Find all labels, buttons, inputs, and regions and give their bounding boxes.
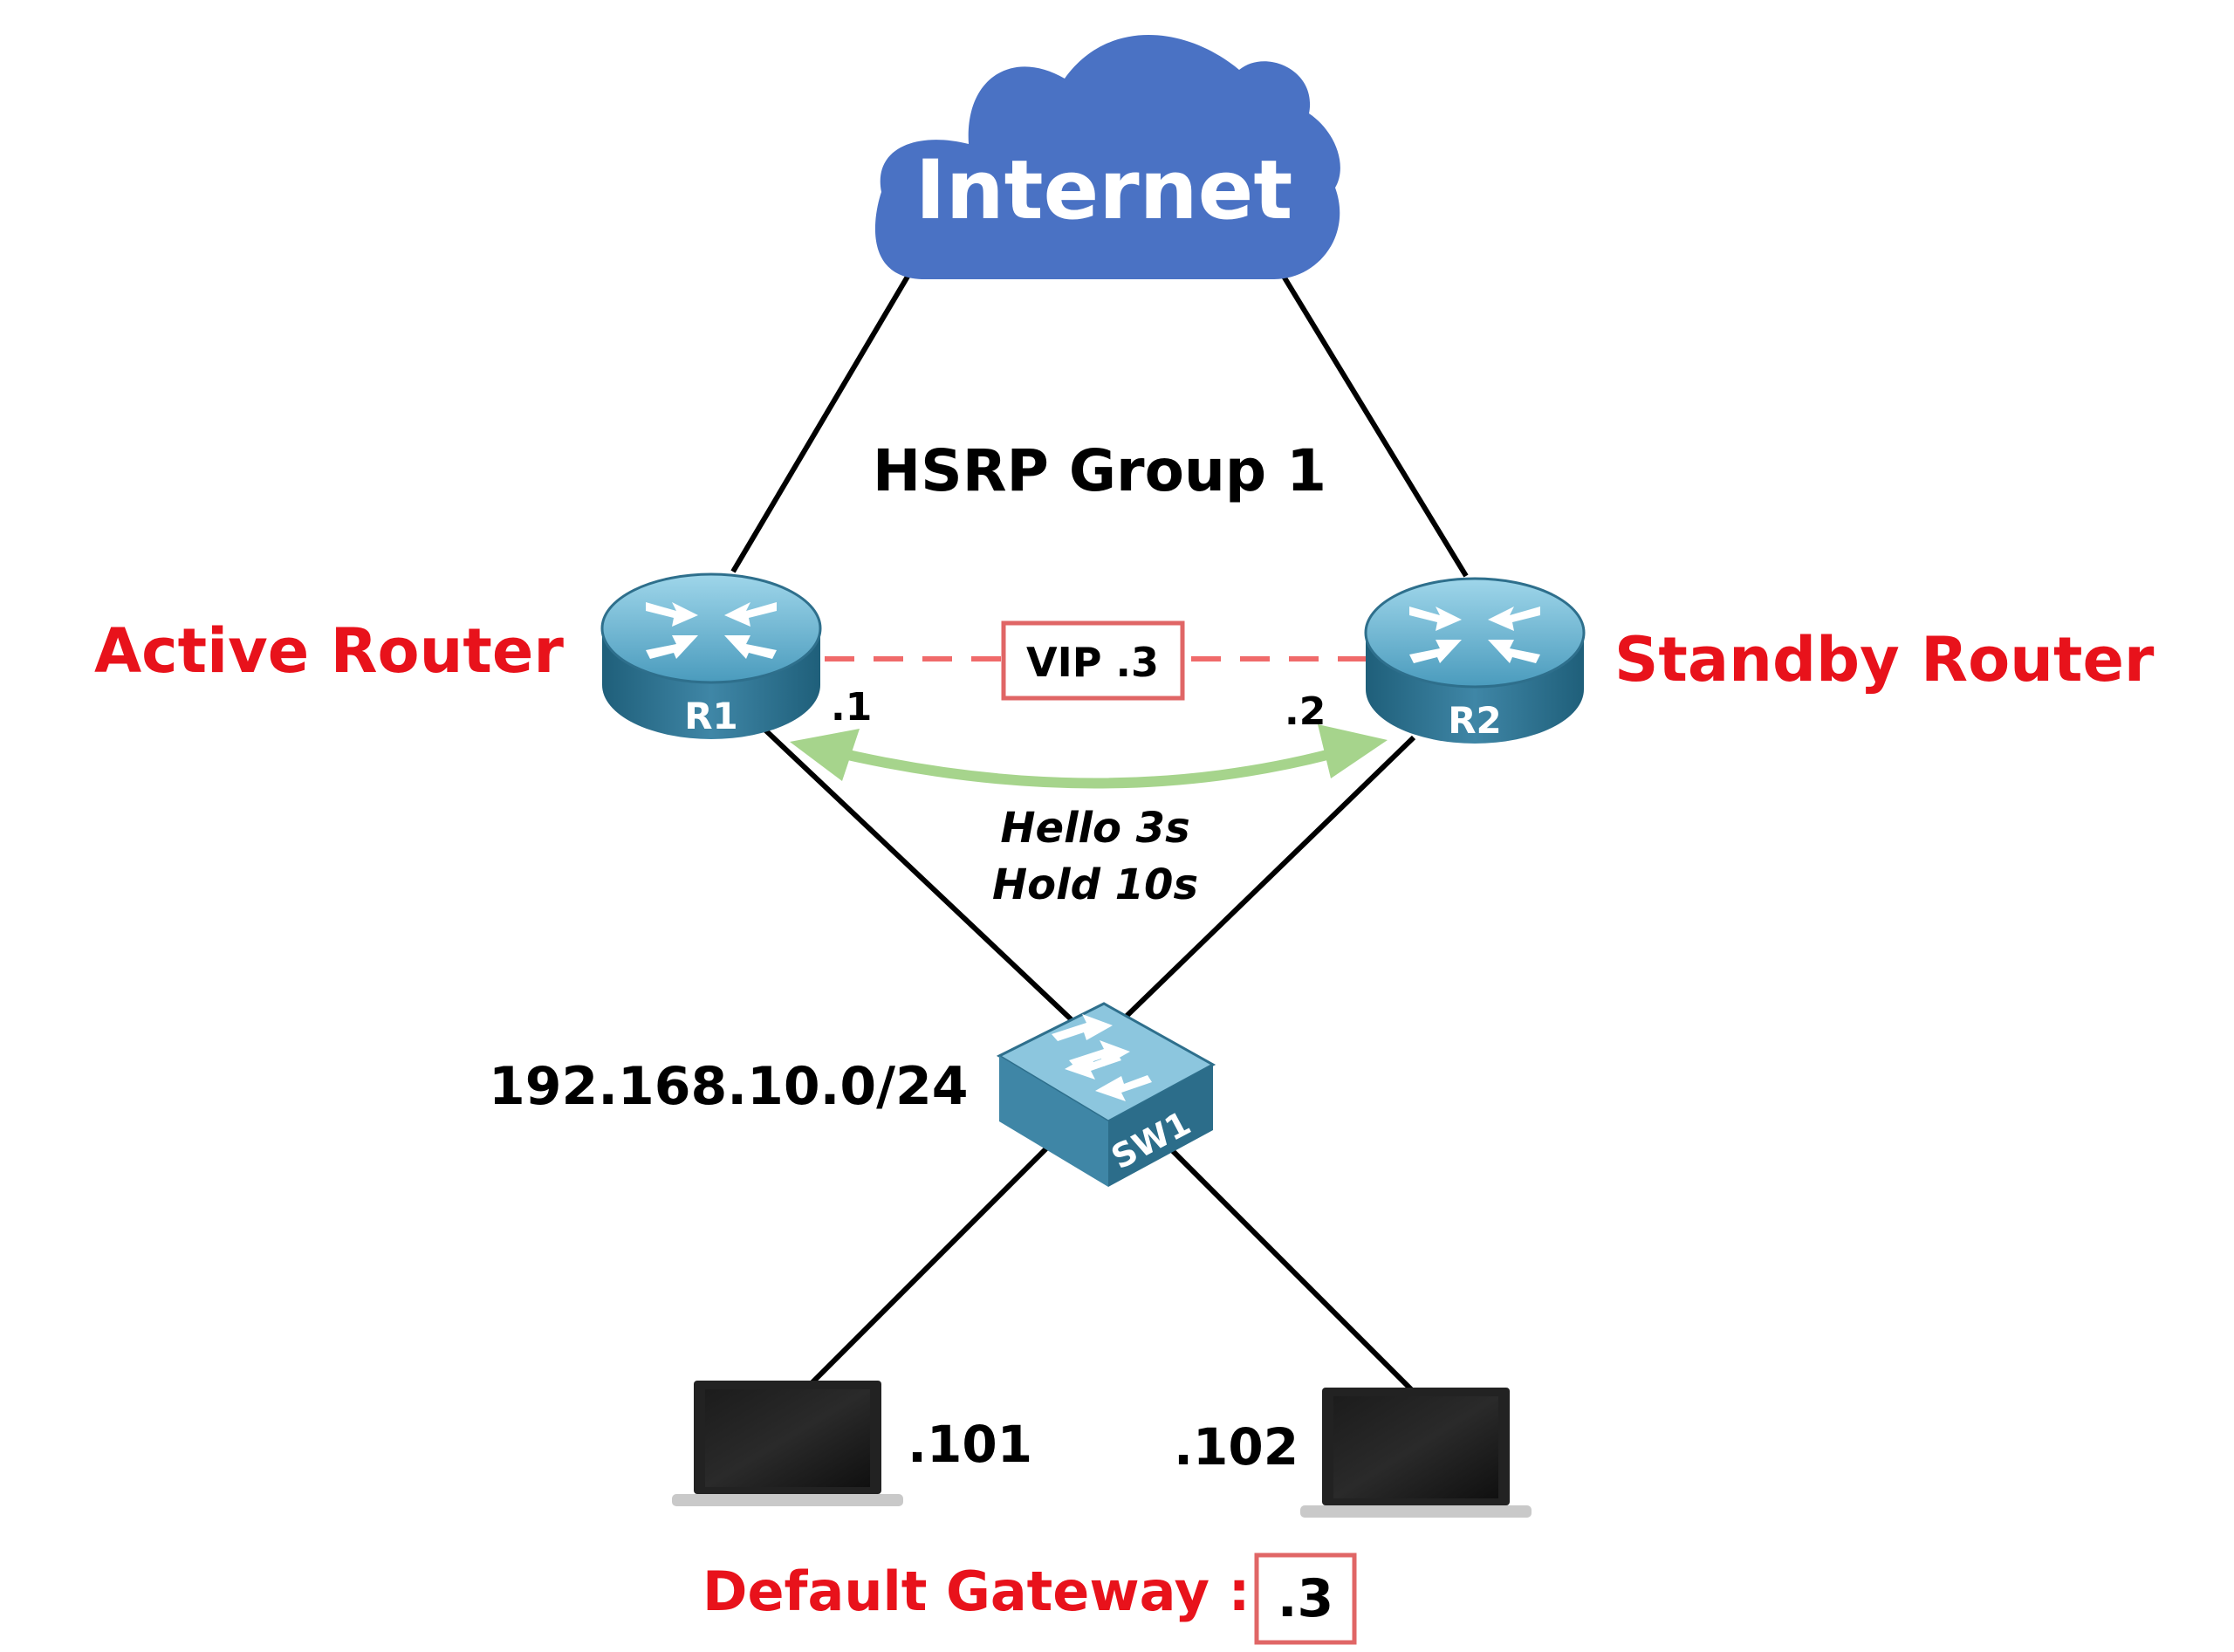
router-r2-name: R2	[1448, 699, 1502, 742]
router-arrows-icon	[1409, 607, 1540, 663]
default-gateway-box	[1254, 1553, 1357, 1645]
r1-role-label: Active Router	[94, 615, 564, 687]
switch-right-face	[1108, 1065, 1213, 1187]
hello-arrowhead-left	[790, 729, 860, 781]
link-internet-r2	[1280, 273, 1469, 578]
hold-timer: Hold 10s	[992, 860, 1198, 909]
hello-timer: Hello 3s	[1000, 804, 1189, 853]
hsrp-group-label: HSRP Group 1	[873, 437, 1326, 504]
router-top	[600, 572, 822, 684]
laptop-base	[1300, 1505, 1532, 1518]
hello-arrow	[790, 724, 1388, 789]
link-r1-sw1	[757, 722, 1085, 1032]
links	[730, 260, 1469, 1399]
default-gateway-value: .3	[1278, 1568, 1334, 1629]
r2-role-label: Standby Router	[1614, 624, 2155, 696]
router-top	[1364, 577, 1586, 689]
vip-label: VIP .3	[1026, 639, 1159, 686]
default-gateway-label: Default Gateway :	[702, 1559, 1250, 1623]
switch-sw1[interactable]: SW1	[996, 1002, 1216, 1187]
r1-address: .1	[831, 685, 872, 730]
link-sw1-host2	[1167, 1145, 1421, 1399]
host-101-address: .101	[908, 1415, 1032, 1474]
cloud-label: Internet	[915, 143, 1293, 238]
laptop-screen	[1333, 1396, 1498, 1498]
laptop-host-102[interactable]	[1300, 1388, 1532, 1518]
link-sw1-host1	[805, 1145, 1050, 1390]
link-r2-sw1	[1119, 735, 1416, 1024]
internet-cloud: Internet	[874, 35, 1340, 279]
laptop-screen	[705, 1389, 870, 1487]
router-r2[interactable]: R2	[1364, 577, 1586, 744]
router-arrows-icon	[646, 602, 777, 659]
switch-left-face	[999, 1056, 1108, 1187]
laptop-host-101[interactable]	[672, 1381, 903, 1506]
cloud-shape	[874, 35, 1340, 279]
vip-box	[1001, 620, 1185, 701]
laptop-base	[672, 1494, 903, 1506]
hello-arrowhead-right	[1318, 724, 1388, 778]
host-102-address: .102	[1174, 1417, 1299, 1477]
router-r1[interactable]: R1	[600, 572, 822, 739]
switch-arrows-icon	[1052, 1014, 1152, 1101]
link-internet-r1	[730, 260, 919, 573]
r2-address: .2	[1285, 689, 1326, 734]
subnet-label: 192.168.10.0/24	[489, 1056, 969, 1117]
router-r1-name: R1	[684, 695, 738, 737]
